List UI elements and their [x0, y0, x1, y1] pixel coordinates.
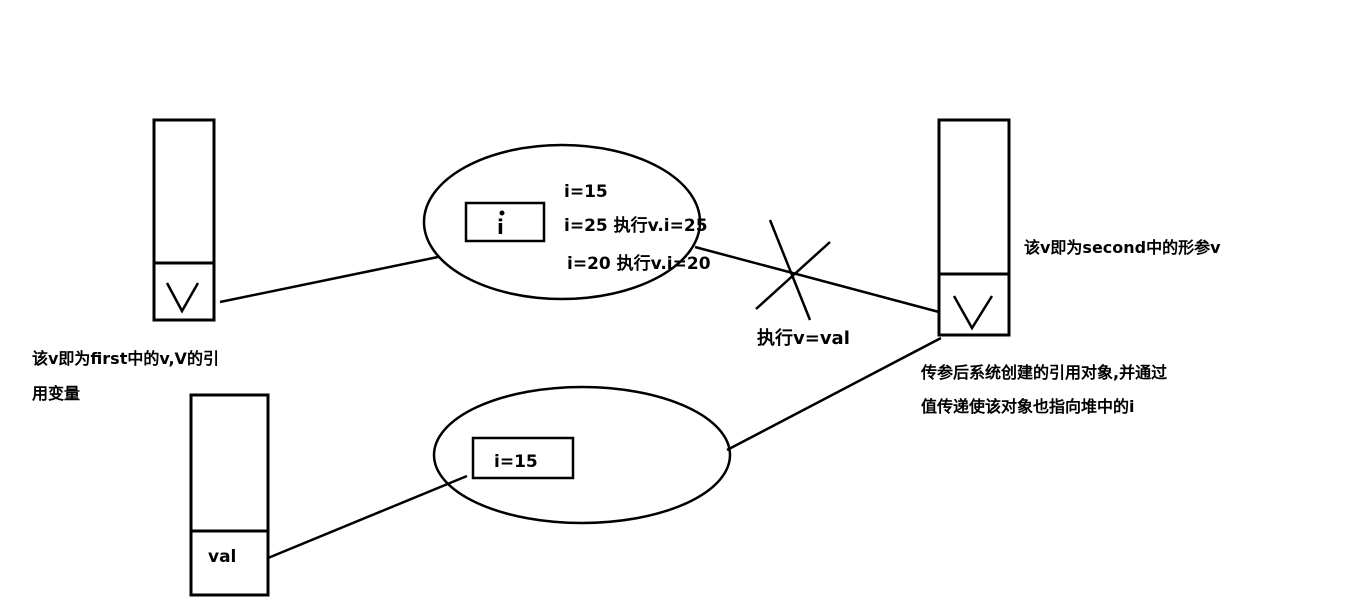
- heap-top-field-box: [464, 201, 546, 243]
- ref-heap-top-to-second: [694, 245, 940, 314]
- heap-top-field-dot: [499, 210, 505, 216]
- stack-frame-val: [189, 393, 270, 597]
- annotation-second-v: 该v即为second中的形参v: [1024, 238, 1221, 257]
- heap-bottom-field-box: [471, 436, 575, 480]
- ref-first-to-heap-top: [219, 255, 439, 304]
- stack-frame-second: [937, 118, 1011, 337]
- first-v-slot-glyph: [165, 282, 200, 314]
- annotation-param-line-2: 值传递使该对象也指向堆中的i: [921, 397, 1135, 416]
- cross-out-mark: [755, 219, 831, 321]
- heap-object-bottom: [432, 385, 732, 525]
- annotation-first-v-line-1: 该v即为first中的v,V的引: [32, 349, 219, 368]
- heap-top-line-3: i=20 执行v.i=20: [567, 254, 711, 274]
- heap-bottom-field-label: i=15: [494, 452, 538, 472]
- ref-heap-bottom-to-second: [726, 336, 942, 452]
- val-slot-label: val: [208, 547, 237, 567]
- second-v-slot-glyph: [952, 295, 994, 331]
- annotation-assign: 执行v=val: [757, 328, 850, 349]
- annotation-param-line-1: 传参后系统创建的引用对象,并通过: [921, 363, 1168, 382]
- heap-object-top: [422, 143, 702, 301]
- ref-val-to-heap-bottom: [267, 474, 468, 560]
- stack-frame-first: [152, 118, 216, 322]
- heap-top-field-label: i: [497, 215, 504, 239]
- heap-top-line-1: i=15: [564, 182, 608, 202]
- annotation-first-v-line-2: 用变量: [32, 384, 81, 403]
- heap-top-line-2: i=25 执行v.i=25: [564, 216, 708, 236]
